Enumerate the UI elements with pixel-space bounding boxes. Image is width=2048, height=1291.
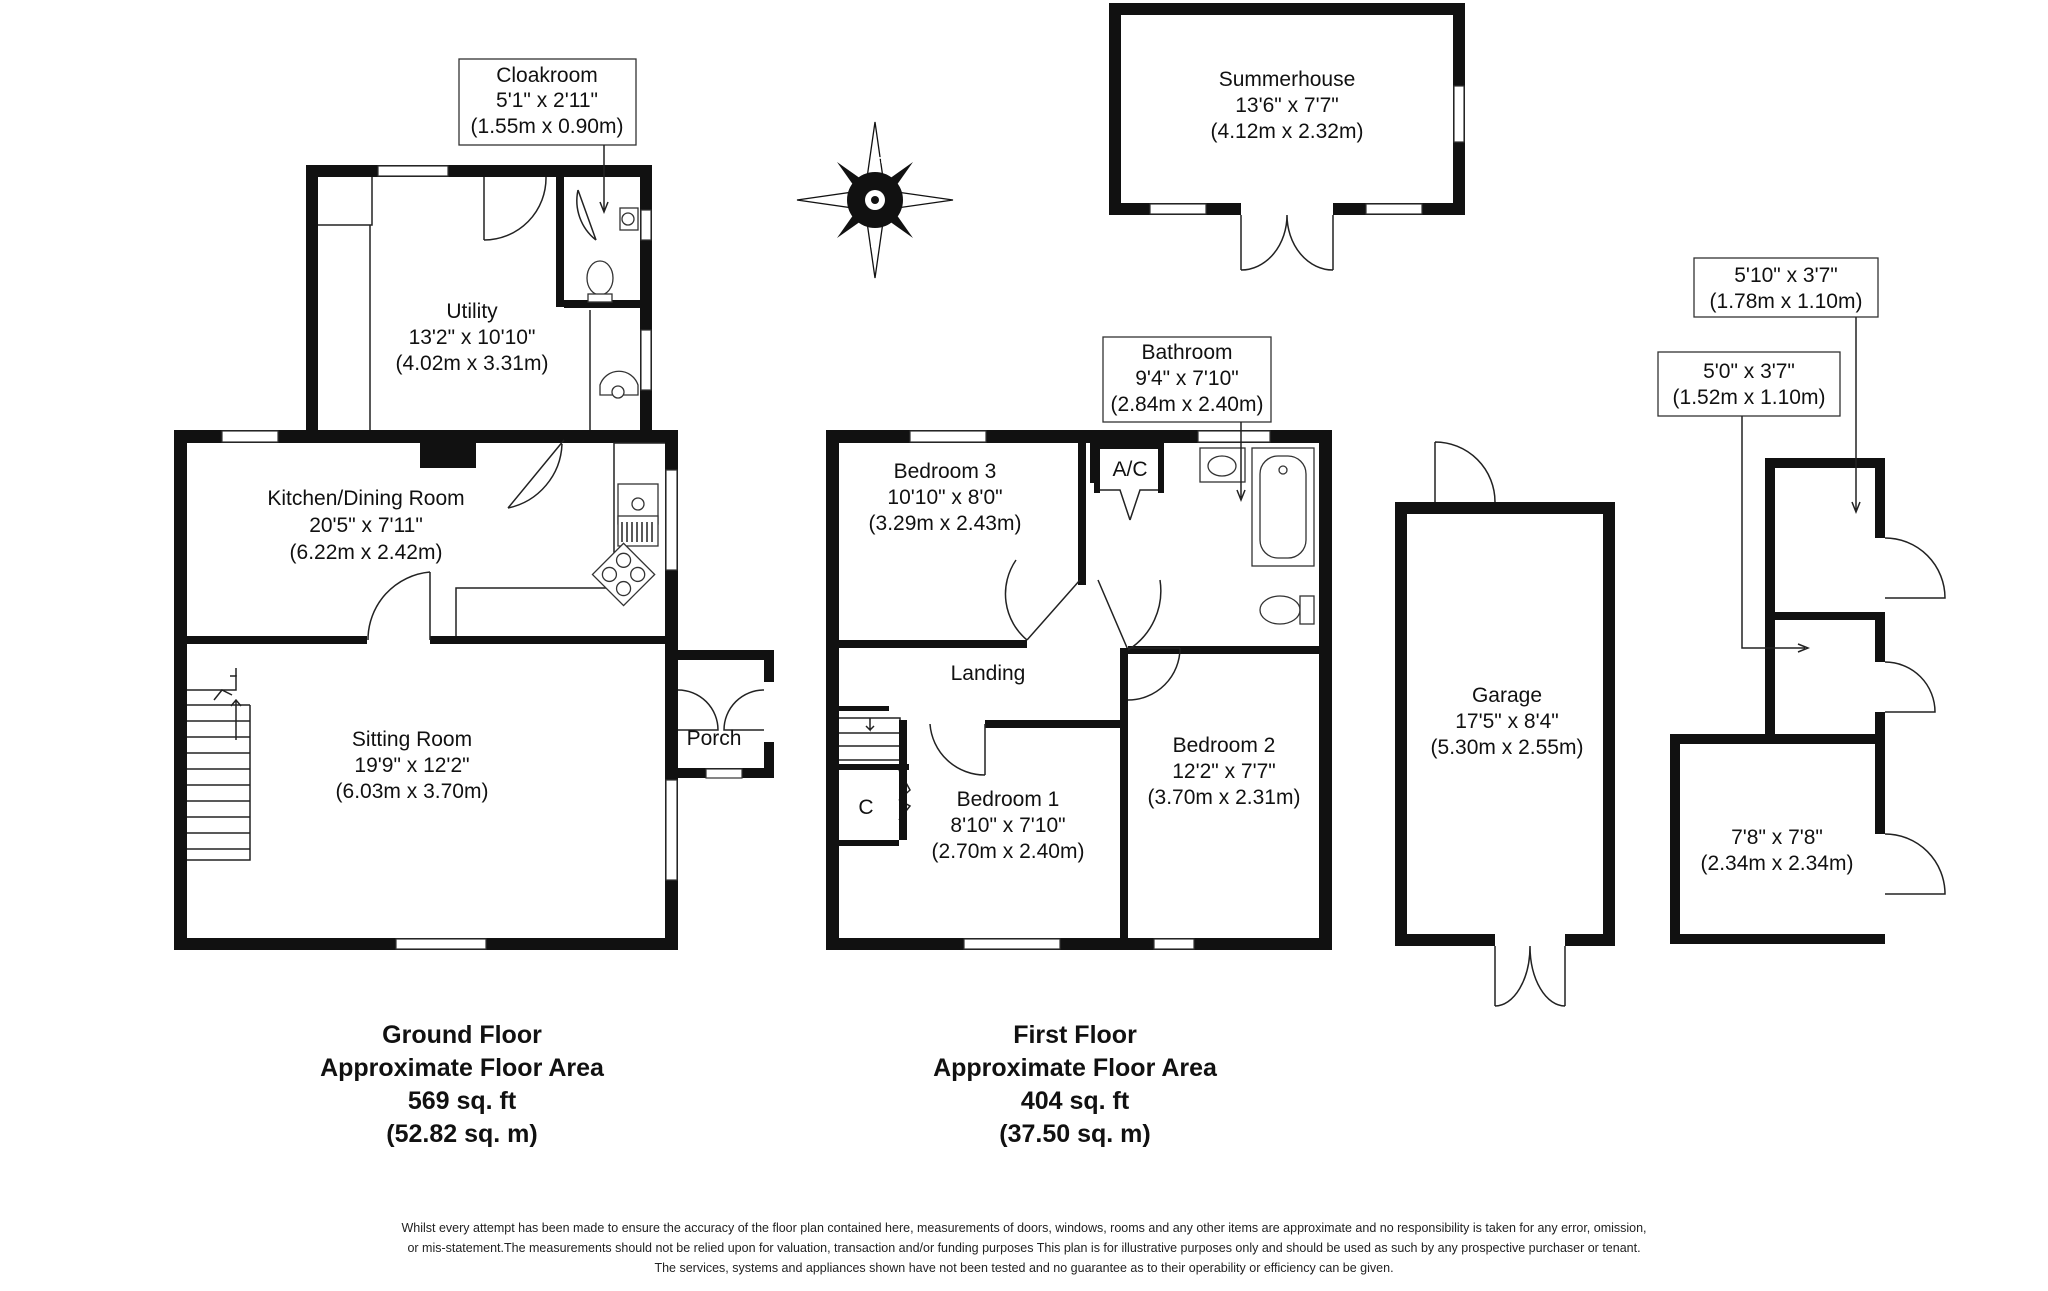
bathroom-metric: (2.84m x 2.40m) xyxy=(1111,393,1264,416)
disclaimer-line-1: Whilst every attempt has been made to en… xyxy=(401,1221,1647,1235)
sitting-room-name: Sitting Room xyxy=(352,728,472,751)
summerhouse-plan xyxy=(1109,3,1465,271)
first-floor-plan xyxy=(826,430,1332,950)
utility-metric: (4.02m x 3.31m) xyxy=(396,352,549,375)
bedroom1-metric: (2.70m x 2.40m) xyxy=(932,840,1085,863)
store-buildings-plan xyxy=(1670,458,1946,944)
cloakroom-imperial: 5'1" x 2'11" xyxy=(496,89,598,112)
first-floor-subtitle: Approximate Floor Area xyxy=(933,1054,1218,1082)
summerhouse-name: Summerhouse xyxy=(1219,68,1356,91)
bedroom1-imperial: 8'10" x 7'10" xyxy=(950,814,1065,837)
store-c-imperial: 7'8" x 7'8" xyxy=(1731,826,1823,849)
kitchen-metric: (6.22m x 2.42m) xyxy=(290,541,443,564)
compass-west: W xyxy=(868,239,880,250)
compass-south: S xyxy=(906,196,918,203)
utility-name: Utility xyxy=(446,300,498,323)
summerhouse-metric: (4.12m x 2.32m) xyxy=(1211,120,1364,143)
sitting-room-imperial: 19'9" x 12'2" xyxy=(354,754,469,777)
garage-name: Garage xyxy=(1472,684,1542,707)
sitting-room-metric: (6.03m x 3.70m) xyxy=(336,780,489,803)
bedroom1-name: Bedroom 1 xyxy=(957,788,1060,811)
store-c-metric: (2.34m x 2.34m) xyxy=(1701,852,1854,875)
garage-imperial: 17'5" x 8'4" xyxy=(1455,710,1559,733)
store-b-imperial: 5'0" x 3'7" xyxy=(1703,360,1795,383)
ground-floor-subtitle: Approximate Floor Area xyxy=(320,1054,605,1082)
bedroom3-metric: (3.29m x 2.43m) xyxy=(869,512,1022,535)
floor-area-summaries: Ground Floor Approximate Floor Area 569 … xyxy=(320,1021,1218,1148)
store-a-imperial: 5'10" x 3'7" xyxy=(1734,264,1838,287)
first-floor-title: First Floor xyxy=(1013,1021,1137,1049)
store-b-metric: (1.52m x 1.10m) xyxy=(1673,386,1826,409)
garage-metric: (5.30m x 2.55m) xyxy=(1431,736,1584,759)
summerhouse-imperial: 13'6" x 7'7" xyxy=(1235,94,1339,117)
first-floor-sqm: (37.50 sq. m) xyxy=(999,1120,1150,1148)
compass-east: E xyxy=(872,156,884,163)
disclaimer-text: Whilst every attempt has been made to en… xyxy=(150,1218,1898,1278)
cloakroom-metric: (1.55m x 0.90m) xyxy=(471,115,624,138)
bedroom3-imperial: 10'10" x 8'0" xyxy=(887,486,1002,509)
cloakroom-name: Cloakroom xyxy=(496,64,598,87)
bedroom2-metric: (3.70m x 2.31m) xyxy=(1148,786,1301,809)
bedroom2-name: Bedroom 2 xyxy=(1173,734,1276,757)
compass-rose: E W N S xyxy=(796,121,954,279)
first-floor-sqft: 404 sq. ft xyxy=(1021,1087,1130,1115)
ground-floor-sqft: 569 sq. ft xyxy=(408,1087,517,1115)
disclaimer-line-3: The services, systems and appliances sho… xyxy=(654,1261,1394,1275)
bathroom-name: Bathroom xyxy=(1141,341,1232,364)
cupboard-name: C xyxy=(858,796,873,819)
ground-floor-title: Ground Floor xyxy=(382,1021,542,1049)
landing-name: Landing xyxy=(951,662,1026,685)
disclaimer-line-2: or mis-statement.The measurements should… xyxy=(407,1241,1641,1255)
porch-name: Porch xyxy=(687,727,742,750)
label-callouts xyxy=(458,58,1879,653)
garage-plan xyxy=(1395,441,1615,1007)
room-labels: Cloakroom 5'1" x 2'11" (1.55m x 0.90m) U… xyxy=(267,64,1862,875)
kitchen-imperial: 20'5" x 7'11" xyxy=(309,514,423,537)
ac-cupboard-name: A/C xyxy=(1112,458,1147,481)
utility-imperial: 13'2" x 10'10" xyxy=(409,326,536,349)
ground-floor-sqm: (52.82 sq. m) xyxy=(386,1120,537,1148)
bathroom-imperial: 9'4" x 7'10" xyxy=(1135,367,1239,390)
store-a-metric: (1.78m x 1.10m) xyxy=(1710,290,1863,313)
ground-floor-plan xyxy=(174,165,774,950)
kitchen-name: Kitchen/Dining Room xyxy=(267,487,464,510)
compass-north: N xyxy=(828,196,840,204)
bedroom3-name: Bedroom 3 xyxy=(894,460,997,483)
bedroom2-imperial: 12'2" x 7'7" xyxy=(1172,760,1276,783)
